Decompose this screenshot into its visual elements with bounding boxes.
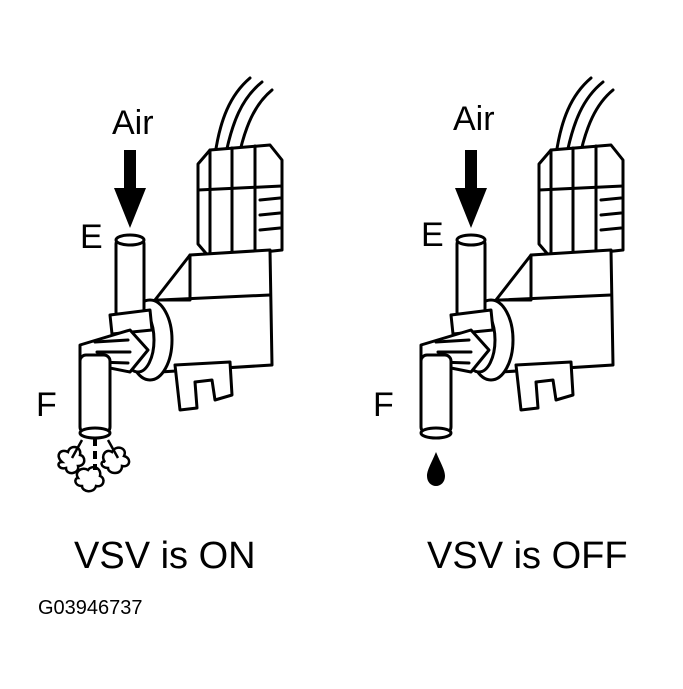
caption-vsv-on: VSV is ON <box>74 535 256 577</box>
air-arrow-icon <box>114 150 146 228</box>
port-f-pipe <box>78 353 112 435</box>
port-e-pipe <box>114 236 146 320</box>
panel-vsv-off: Air E F VSV is OFF <box>341 0 682 590</box>
wire-harness <box>213 76 252 157</box>
caption-vsv-off: VSV is OFF <box>427 535 628 577</box>
port-e-pipe <box>455 236 487 320</box>
port-f-pipe <box>419 353 453 435</box>
vsv-valve-drawing-off <box>419 76 625 486</box>
figure-code: G03946737 <box>38 597 143 619</box>
port-f-label: F <box>36 386 57 424</box>
air-puff-icon <box>57 438 131 493</box>
air-label: Air <box>453 100 495 138</box>
mounting-bracket <box>173 360 234 412</box>
valve-body <box>153 248 274 374</box>
wire-harness <box>554 76 593 157</box>
air-label: Air <box>112 104 154 142</box>
drip-icon <box>427 452 445 486</box>
port-f-label: F <box>373 386 394 424</box>
panel-vsv-on: Air E F VSV is ON <box>0 0 341 590</box>
mounting-bracket <box>514 360 575 412</box>
valve-body <box>494 248 615 374</box>
port-e-label: E <box>80 218 103 256</box>
port-e-label: E <box>421 216 444 254</box>
air-arrow-icon <box>455 150 487 228</box>
vsv-valve-drawing-on <box>57 76 284 493</box>
